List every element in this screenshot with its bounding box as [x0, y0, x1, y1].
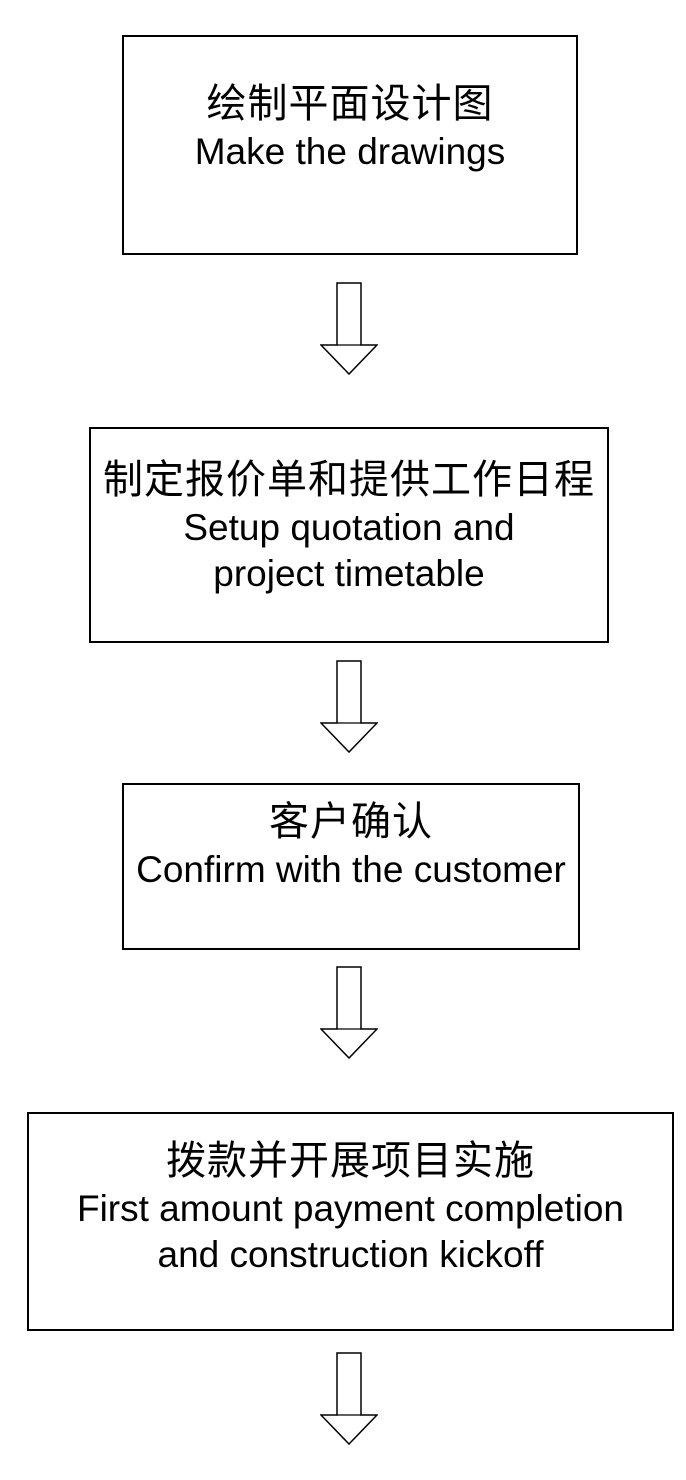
step-label-en: and construction kickoff	[157, 1234, 544, 1275]
step-label-zh: 制定报价单和提供工作日程	[103, 457, 595, 503]
down-arrow-icon	[320, 660, 378, 754]
step-label-en: project timetable	[213, 553, 485, 594]
step-label-zh: 拨款并开展项目实施	[166, 1138, 535, 1184]
down-arrow-icon	[320, 1352, 378, 1446]
step-label-zh: 客户确认	[269, 799, 433, 845]
flow-step-payment-kickoff: 拨款并开展项目实施 First amount payment completio…	[27, 1112, 674, 1331]
down-arrow-icon	[320, 282, 378, 376]
down-arrow-icon	[320, 966, 378, 1060]
step-label-zh: 绘制平面设计图	[206, 81, 494, 127]
flow-step-setup-quotation: 制定报价单和提供工作日程 Setup quotation and project…	[89, 427, 609, 643]
step-label-en: First amount payment completion	[76, 1188, 624, 1229]
step-label-en: Confirm with the customer	[136, 849, 566, 890]
flow-step-customer-confirm: 客户确认 Confirm with the customer	[122, 783, 580, 950]
step-label-en: Setup quotation and	[183, 507, 515, 548]
flow-step-make-drawings: 绘制平面设计图 Make the drawings	[122, 35, 578, 255]
step-label-en: Make the drawings	[194, 131, 506, 172]
